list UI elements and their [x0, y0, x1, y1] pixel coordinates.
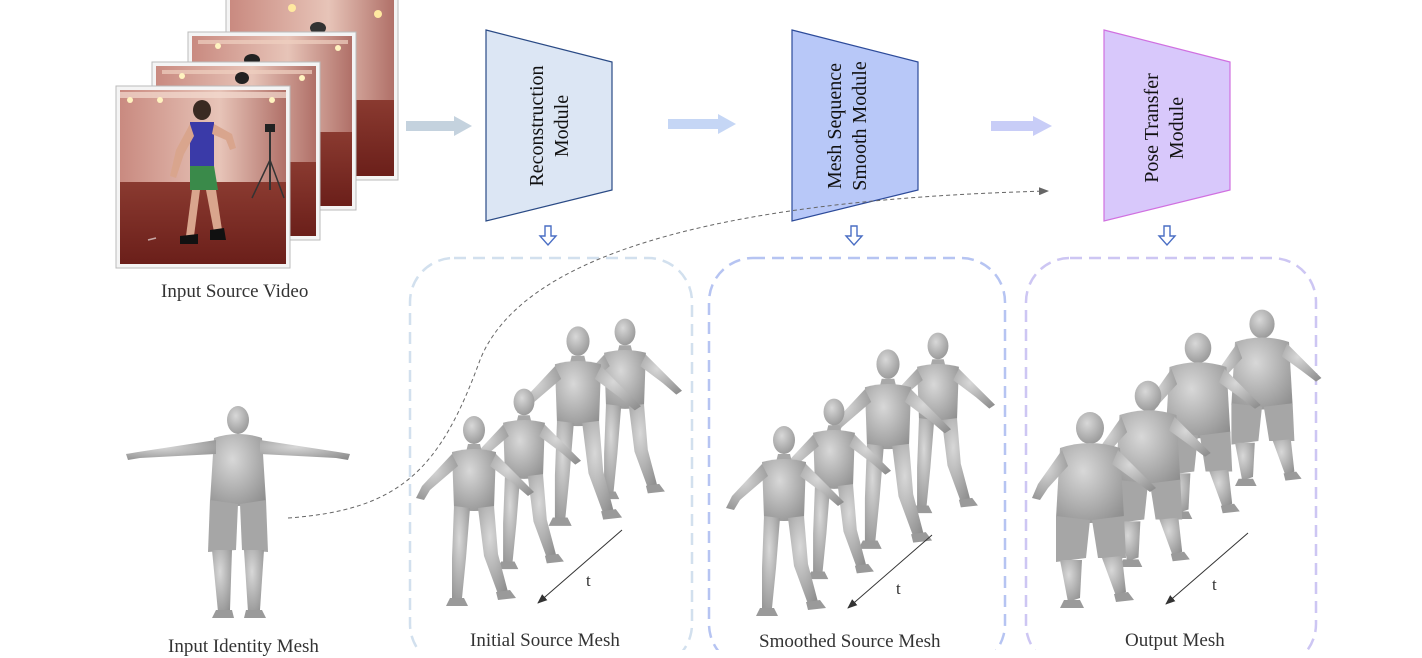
time-label: t	[896, 579, 901, 598]
reconstruction-module-line2: Module	[551, 95, 573, 157]
input-video-label: Input Source Video	[161, 281, 309, 302]
input-identity-label: Input Identity Mesh	[168, 636, 319, 657]
time-axis: t	[1165, 532, 1249, 605]
reconstruction-module-line1: Reconstruction	[526, 65, 548, 186]
arrow-reconstruction-to-smooth	[668, 114, 736, 134]
output-mesh-sequence	[1032, 309, 1322, 608]
initial-mesh-panel	[408, 256, 694, 650]
input-video-stack	[115, 0, 399, 269]
smooth-module-line2: Smooth Module	[849, 61, 871, 191]
arrow-video-to-reconstruction	[406, 116, 472, 136]
identity-connector	[287, 187, 1049, 519]
initial-mesh-label: Initial Source Mesh	[470, 630, 620, 651]
output-mesh-panel	[1024, 256, 1318, 650]
initial-mesh-sequence	[416, 318, 682, 606]
down-arrow-icon	[844, 225, 864, 247]
pose-transfer-module-line2: Module	[1166, 97, 1188, 159]
smoothed-mesh-sequence	[726, 332, 995, 616]
identity-mesh	[126, 406, 350, 618]
output-mesh-label: Output Mesh	[1125, 630, 1225, 651]
down-arrow-icon	[1157, 225, 1177, 247]
down-arrow-icon	[538, 225, 558, 247]
time-label: t	[1212, 575, 1217, 594]
reconstruction-module: Reconstruction Module	[485, 29, 613, 222]
time-axis: t	[847, 534, 933, 609]
pose-transfer-module: Pose Transfer Module	[1103, 29, 1231, 222]
time-axis: t	[537, 529, 623, 604]
video-frame-1	[115, 85, 291, 269]
smooth-module: Mesh Sequence Smooth Module	[791, 29, 919, 222]
pose-transfer-module-line1: Pose Transfer	[1141, 73, 1163, 183]
smooth-module-line1: Mesh Sequence	[824, 63, 846, 189]
smoothed-mesh-label: Smoothed Source Mesh	[759, 631, 941, 652]
smoothed-mesh-panel	[707, 256, 1007, 650]
arrow-smooth-to-pose	[991, 116, 1052, 136]
time-label: t	[586, 571, 591, 590]
